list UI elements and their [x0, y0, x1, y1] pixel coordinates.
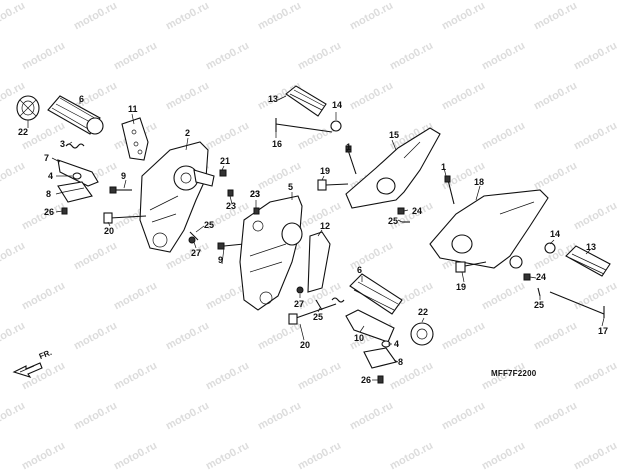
part-20-bolt-center	[288, 303, 337, 325]
part-23-bolt-upper	[227, 189, 234, 197]
part-24-nut-center	[397, 207, 405, 215]
callout-25-center: 25	[313, 312, 324, 322]
callout-24-right: 24	[536, 272, 547, 282]
callout-25-left: 25	[204, 220, 215, 230]
part-19-bolt-center	[317, 179, 349, 191]
callout-21: 21	[220, 156, 231, 166]
callout-6-center: 6	[357, 265, 363, 275]
part-21-nut	[219, 169, 227, 177]
front-arrow-icon	[12, 362, 43, 378]
part-2-step-bracket-left	[139, 141, 215, 253]
part-8-clip-center	[363, 347, 397, 369]
callout-27-left: 27	[191, 248, 202, 258]
callout-26-center: 26	[361, 375, 372, 385]
callout-19-right: 19	[456, 282, 467, 292]
part-9-bolt-center	[217, 242, 245, 250]
part-1-bolt-right	[444, 175, 455, 205]
callout-23-dup: 23	[250, 189, 261, 199]
part-10-step-arm	[345, 309, 395, 343]
callout-22-left: 22	[18, 127, 29, 137]
callout-23-left: 23	[226, 201, 237, 211]
callout-14-right: 14	[550, 229, 561, 239]
callout-25-right: 25	[534, 300, 545, 310]
part-6-footpeg-center	[349, 273, 403, 315]
part-8-clip	[57, 181, 93, 203]
part-12-trim	[307, 231, 331, 293]
callout-23-center: 23	[250, 189, 261, 199]
part-1-bolt-center	[345, 145, 357, 175]
callout-13-upper: 13	[268, 94, 279, 104]
callout-8-center: 8	[398, 357, 404, 367]
part-23-bolt-center	[253, 207, 260, 215]
part-3-spring-center	[331, 297, 345, 303]
part-25-bolt-center	[315, 299, 323, 311]
part-22-cap-center	[410, 322, 434, 346]
callout-13-right: 13	[586, 242, 597, 252]
callout-20-center: 20	[300, 340, 311, 350]
part-13-footpeg-upper	[285, 85, 327, 117]
callout-22-center: 22	[418, 307, 429, 317]
callout-11: 11	[128, 104, 138, 114]
callout-6-left: 6	[79, 94, 85, 104]
callout-9-center: 9	[218, 255, 224, 265]
callout-1-right: 1	[441, 162, 447, 172]
diagram-code: MFF7F2200	[491, 369, 537, 378]
callout-25-center-right: 25	[388, 216, 399, 226]
part-20-bolt-left	[103, 212, 147, 224]
callout-26-left: 26	[44, 207, 55, 217]
part-6-footpeg-rubber	[47, 95, 104, 135]
part-14-clip-right	[544, 242, 556, 254]
callout-7: 7	[44, 153, 50, 163]
callout-18: 18	[474, 177, 485, 187]
part-26-bolt-center	[377, 375, 384, 384]
callout-17: 17	[598, 326, 609, 336]
part-27-washer-left	[188, 236, 196, 244]
callout-3-left: 3	[60, 139, 66, 149]
callout-2: 2	[185, 128, 191, 138]
part-9-bolt-left	[109, 186, 132, 194]
part-16-pin-upper	[275, 118, 333, 133]
callout-15: 15	[389, 130, 400, 140]
part-17-pin-right	[549, 291, 605, 318]
callout-5: 5	[288, 182, 294, 192]
part-4-washer	[72, 172, 82, 180]
callout-4-left: 4	[48, 171, 54, 181]
callout-19-center: 19	[320, 166, 331, 176]
part-22-cap-left	[16, 95, 40, 121]
callout-10: 10	[354, 333, 365, 343]
callout-12: 12	[320, 221, 331, 231]
part-25-bolt-right	[537, 287, 541, 297]
callout-14-upper: 14	[332, 100, 343, 110]
part-14-clip-upper	[330, 120, 342, 132]
callout-16: 16	[272, 139, 283, 149]
callout-9-left: 9	[121, 171, 127, 181]
part-11-heel-guard	[121, 117, 149, 161]
callout-27-center: 27	[294, 299, 305, 309]
part-19-bolt-right	[455, 261, 487, 273]
callout-1-center: 1	[346, 142, 352, 152]
leader-lines	[27, 95, 605, 381]
part-13-footpeg-right	[565, 245, 611, 277]
callout-4-center: 4	[394, 339, 400, 349]
part-15-passenger-bracket	[345, 127, 441, 209]
part-27-washer-center	[296, 286, 304, 294]
callout-20-left: 20	[104, 226, 115, 236]
part-26-bolt	[61, 207, 68, 215]
callout-8-left: 8	[46, 189, 52, 199]
part-24-nut-right	[523, 273, 531, 281]
part-25-bolt-left	[189, 231, 199, 241]
part-18-passenger-bracket-right	[429, 189, 549, 269]
part-5-step-cover	[239, 195, 303, 311]
callout-24-center: 24	[412, 206, 423, 216]
